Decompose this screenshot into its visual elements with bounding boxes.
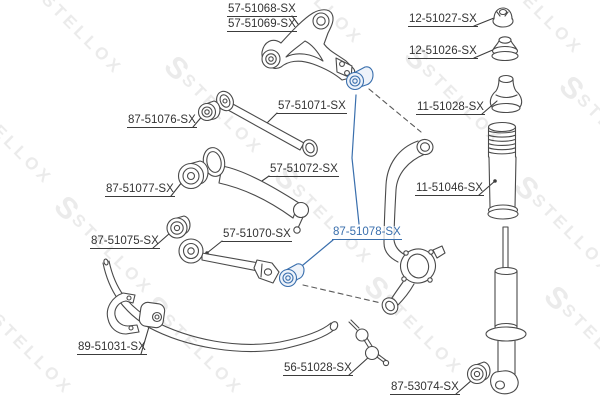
bushing-87-53074-drawing (466, 361, 491, 385)
label-56-51028: 56-51028-SX (283, 362, 353, 376)
label-87-53074: 87-53074-SX (390, 381, 460, 395)
lateral-rod-lower-drawing (178, 238, 280, 284)
bump-stop-drawing (489, 74, 523, 114)
lateral-rod-upper-drawing (216, 90, 318, 157)
lower-control-arm-drawing (202, 147, 310, 234)
label-12-51026: 12-51026-SX (408, 45, 478, 59)
highlighted-bushing-upper (345, 66, 374, 91)
bushing-87-51075-drawing (166, 215, 191, 239)
label-57-51070: 57-51070-SX (222, 228, 292, 242)
strut-nut-drawing (492, 7, 514, 28)
strut-cap-drawing (491, 36, 519, 62)
bushing-87-51077-drawing (177, 160, 209, 190)
label-87-51078-highlighted: 87-51078-SX (332, 226, 402, 240)
label-57-51071: 57-51071-SX (277, 100, 347, 114)
label-87-51076: 87-51076-SX (127, 114, 197, 128)
highlight-leader-lines (296, 94, 360, 271)
shock-absorber-drawing (485, 226, 527, 395)
dashed-reference-lines (302, 88, 422, 304)
knuckle-drawing (381, 138, 446, 315)
dust-boot-drawing (487, 121, 519, 220)
label-87-51075: 87-51075-SX (90, 235, 160, 249)
leader-lines (140, 15, 498, 395)
label-57-51072: 57-51072-SX (269, 163, 339, 177)
highlighted-bushing-lower (278, 263, 305, 288)
label-12-51027: 12-51027-SX (408, 13, 478, 27)
bushing-87-51076-drawing (197, 100, 221, 122)
label-87-51077: 87-51077-SX (105, 183, 175, 197)
upper-control-arm-drawing (261, 9, 356, 81)
stabilizer-link-drawing (348, 319, 390, 367)
stabilizer-bushing-bracket-drawing (106, 292, 166, 335)
label-57-51068: 57-51068-SX (227, 3, 297, 17)
label-11-51028: 11-51028-SX (416, 101, 485, 115)
label-11-51046: 11-51046-SX (415, 182, 484, 196)
label-89-51031: 89-51031-SX (77, 341, 147, 355)
label-57-51069: 57-51069-SX (227, 18, 297, 32)
